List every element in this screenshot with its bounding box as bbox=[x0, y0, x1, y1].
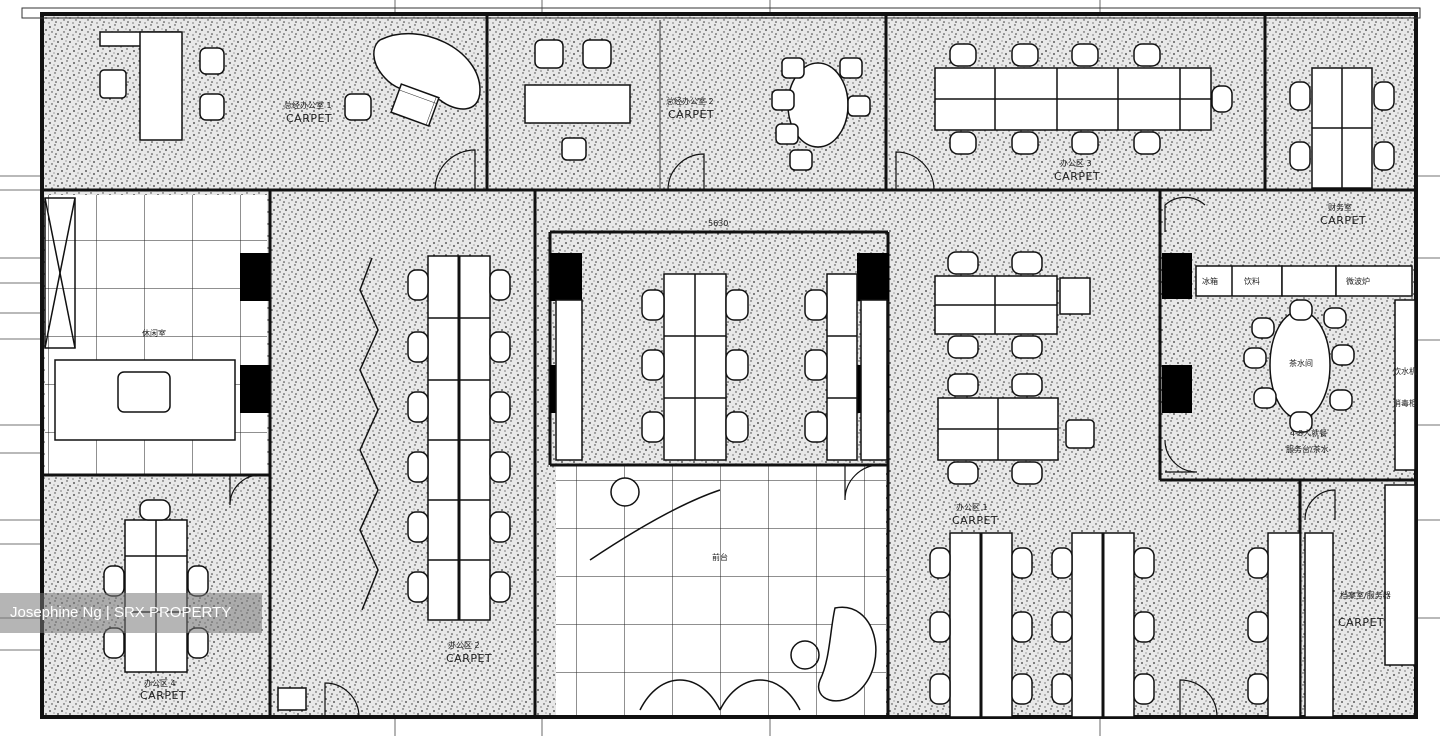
tea-note-1: 4-8人就餐 bbox=[1290, 428, 1327, 438]
chair bbox=[1011, 335, 1043, 359]
side-label-water: 饮水机 bbox=[1393, 366, 1417, 376]
carpet-label-office-1: CARPET bbox=[286, 112, 332, 125]
chair bbox=[489, 269, 511, 301]
watermark: Josephine Ng | SRX PROPERTY bbox=[0, 593, 262, 633]
chair bbox=[1251, 317, 1275, 339]
chair bbox=[1011, 611, 1033, 643]
chair bbox=[489, 331, 511, 363]
chair bbox=[641, 349, 665, 381]
carpet-label-service: CARPET bbox=[1338, 616, 1384, 629]
room-label-finance: 财务室 bbox=[1328, 202, 1352, 212]
chair bbox=[407, 331, 429, 363]
chair bbox=[1011, 373, 1043, 397]
chair bbox=[804, 349, 828, 381]
room-label-service: 档案室/服务器 bbox=[1340, 590, 1391, 600]
chair bbox=[804, 289, 828, 321]
chair bbox=[1011, 547, 1033, 579]
carpet-label-work-4: CARPET bbox=[140, 689, 186, 702]
chair bbox=[1133, 673, 1155, 705]
chair bbox=[1329, 389, 1353, 411]
chair bbox=[947, 373, 979, 397]
tea-note-2: 服务台/茶水 bbox=[1286, 444, 1329, 454]
chair bbox=[407, 451, 429, 483]
chair bbox=[187, 565, 209, 597]
carpet-label-work-1: CARPET bbox=[952, 514, 998, 527]
chair bbox=[407, 571, 429, 603]
room-label-office-2: 总经办公室 2 bbox=[666, 96, 714, 106]
chair bbox=[725, 349, 749, 381]
chair bbox=[725, 411, 749, 443]
chair bbox=[489, 511, 511, 543]
chair bbox=[929, 673, 951, 705]
dimension-label: 5630 bbox=[708, 219, 728, 228]
pantry-label-fridge: 冰箱 bbox=[1202, 276, 1218, 286]
carpet-label-work-2: CARPET bbox=[446, 652, 492, 665]
chair bbox=[1011, 461, 1043, 485]
chair bbox=[1051, 547, 1073, 579]
chair bbox=[1289, 299, 1313, 321]
room-label-work-4: 办公区 4 bbox=[144, 678, 176, 688]
chair bbox=[929, 611, 951, 643]
room-label-reception: 前台 bbox=[712, 552, 728, 562]
chair bbox=[804, 411, 828, 443]
room-label-work-1: 办公区 1 bbox=[956, 502, 988, 512]
chair bbox=[489, 391, 511, 423]
chair bbox=[947, 461, 979, 485]
chair bbox=[407, 391, 429, 423]
room-label-rest: 休闲室 bbox=[142, 328, 166, 338]
chair bbox=[641, 289, 665, 321]
chair bbox=[1133, 611, 1155, 643]
chair bbox=[947, 251, 979, 275]
chair bbox=[489, 571, 511, 603]
pantry-label-microwave: 微波炉 bbox=[1346, 276, 1370, 286]
chair bbox=[929, 547, 951, 579]
room-label-work-3: 办公区 3 bbox=[1060, 158, 1092, 168]
chair bbox=[1247, 673, 1269, 705]
chair bbox=[947, 335, 979, 359]
side-label-steriliser: 消毒柜 bbox=[1393, 398, 1417, 408]
chair bbox=[1011, 673, 1033, 705]
chair bbox=[407, 511, 429, 543]
room-label-office-1: 总经办公室 1 bbox=[284, 100, 332, 110]
chair bbox=[1289, 411, 1313, 433]
chair bbox=[1011, 251, 1043, 275]
chair bbox=[407, 269, 429, 301]
room-label-tea: 茶水间 bbox=[1289, 358, 1313, 368]
chair bbox=[1247, 611, 1269, 643]
chair bbox=[103, 565, 125, 597]
chair bbox=[1247, 547, 1269, 579]
chair bbox=[1323, 307, 1347, 329]
room-label-work-2: 办公区 2 bbox=[448, 640, 480, 650]
carpet-label-work-3: CARPET bbox=[1054, 170, 1100, 183]
chair bbox=[1253, 387, 1277, 409]
carpet-label-finance: CARPET bbox=[1320, 214, 1366, 227]
carpet-label-office-2: CARPET bbox=[668, 108, 714, 121]
chair bbox=[489, 451, 511, 483]
chair bbox=[1051, 673, 1073, 705]
chair bbox=[725, 289, 749, 321]
chair bbox=[1051, 611, 1073, 643]
chair bbox=[1331, 344, 1355, 366]
chair bbox=[1243, 347, 1267, 369]
pantry-label-drinks: 饮料 bbox=[1244, 276, 1260, 286]
chair bbox=[1133, 547, 1155, 579]
chair bbox=[641, 411, 665, 443]
